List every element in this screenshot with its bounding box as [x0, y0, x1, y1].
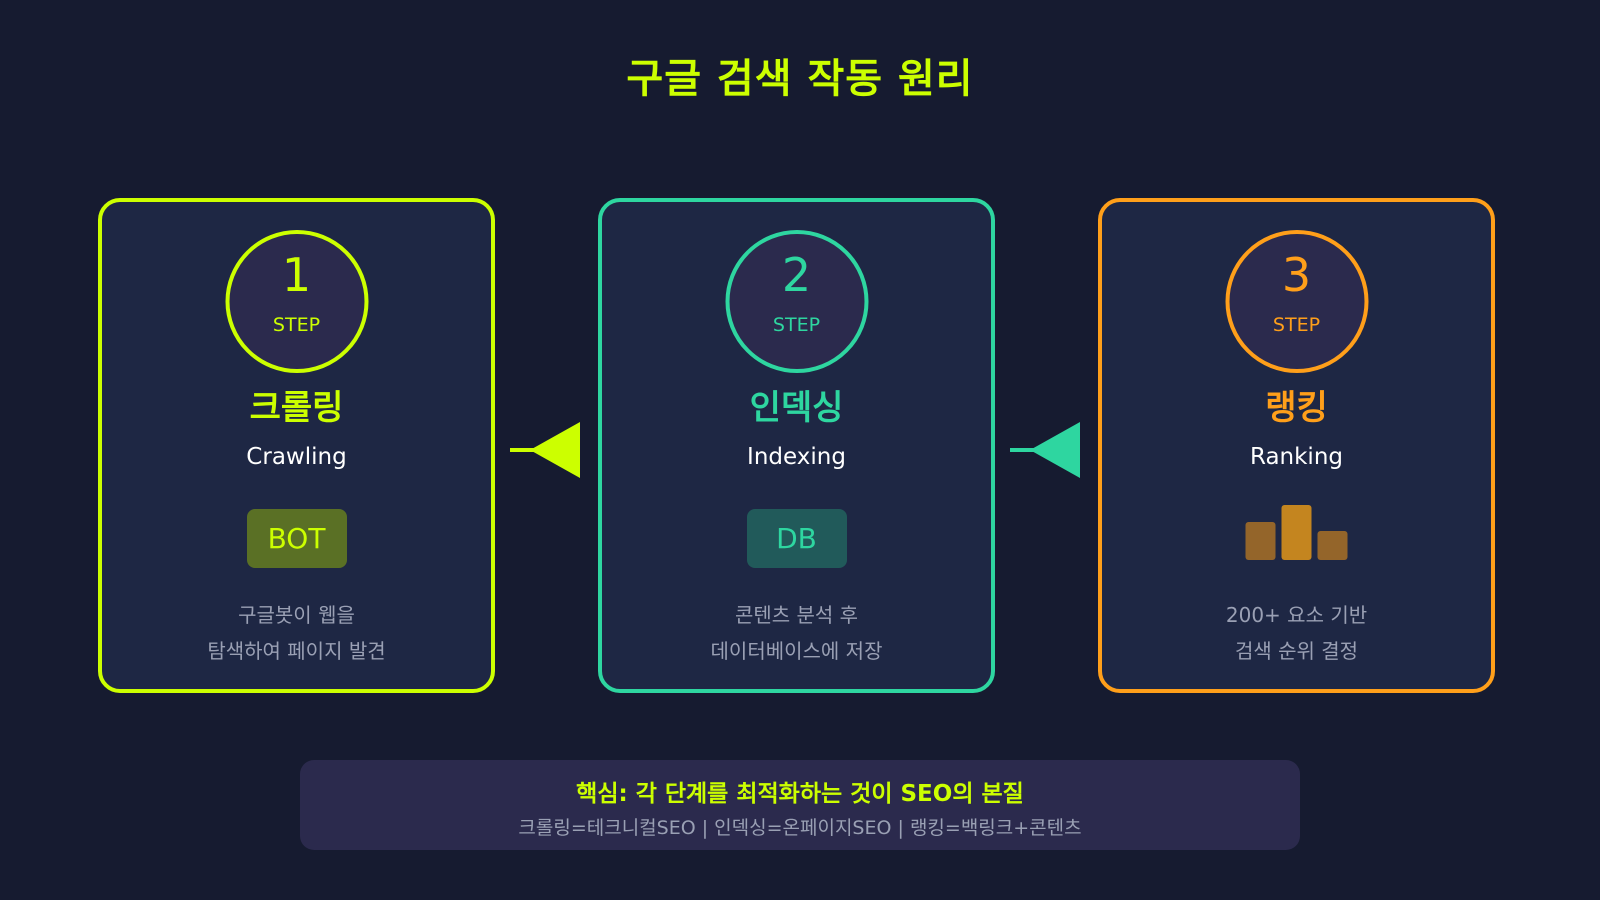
step-label: STEP [772, 314, 821, 336]
step-number: 3 [1281, 248, 1312, 302]
step-number: 1 [281, 248, 312, 302]
description-line: 탐색하여 페이지 발견 [207, 639, 386, 663]
flow-arrow-icon [510, 422, 580, 478]
bot-badge: BOT [246, 509, 347, 568]
description-line: 200+ 요소 기반 [1225, 603, 1368, 627]
bar-chart-icon [1245, 502, 1348, 560]
bar-chart-bar [1245, 522, 1275, 560]
step-name-ko: 랭킹 [1265, 388, 1328, 428]
step-card-crawling: 1 STEP 크롤링 Crawling BOT 구글봇이 웹을 탐색하여 페이지… [98, 198, 495, 693]
description-line: 구글봇이 웹을 [238, 603, 355, 627]
description-line: 검색 순위 결정 [1234, 639, 1359, 663]
flow-arrow-icon [1010, 422, 1080, 478]
step-label: STEP [1272, 314, 1321, 336]
step-number-circle: 2 STEP [725, 230, 868, 373]
step-label: STEP [272, 314, 321, 336]
summary-detail: 크롤링=테크니컬SEO | 인덱싱=온페이지SEO | 랭킹=백링크+콘텐츠 [518, 817, 1082, 839]
page-title: 구글 검색 작동 원리 [626, 56, 974, 102]
bar-chart-bar [1281, 505, 1311, 560]
description-line: 데이터베이스에 저장 [710, 639, 883, 663]
step-name-en: Crawling [246, 444, 347, 470]
step-card-ranking: 3 STEP 랭킹 Ranking 200+ 요소 기반 검색 순위 결정 [1098, 198, 1495, 693]
step-name-en: Ranking [1249, 444, 1344, 470]
db-badge: DB [746, 509, 847, 568]
summary-box: 핵심: 각 단계를 최적화하는 것이 SEO의 본질 크롤링=테크니컬SEO |… [300, 760, 1300, 850]
step-number: 2 [781, 248, 812, 302]
summary-headline: 핵심: 각 단계를 최적화하는 것이 SEO의 본질 [576, 781, 1024, 807]
step-description: 콘텐츠 분석 후 데이터베이스에 저장 [602, 597, 991, 669]
step-number-circle: 3 STEP [1225, 230, 1368, 373]
step-number-circle: 1 STEP [225, 230, 368, 373]
step-name-en: Indexing [747, 444, 846, 470]
step-name-ko: 크롤링 [249, 388, 344, 428]
step-description: 200+ 요소 기반 검색 순위 결정 [1102, 597, 1491, 669]
description-line: 콘텐츠 분석 후 [734, 603, 859, 627]
bar-chart-bar [1317, 531, 1347, 560]
step-card-indexing: 2 STEP 인덱싱 Indexing DB 콘텐츠 분석 후 데이터베이스에 … [598, 198, 995, 693]
step-description: 구글봇이 웹을 탐색하여 페이지 발견 [102, 597, 491, 669]
step-name-ko: 인덱싱 [749, 388, 844, 428]
